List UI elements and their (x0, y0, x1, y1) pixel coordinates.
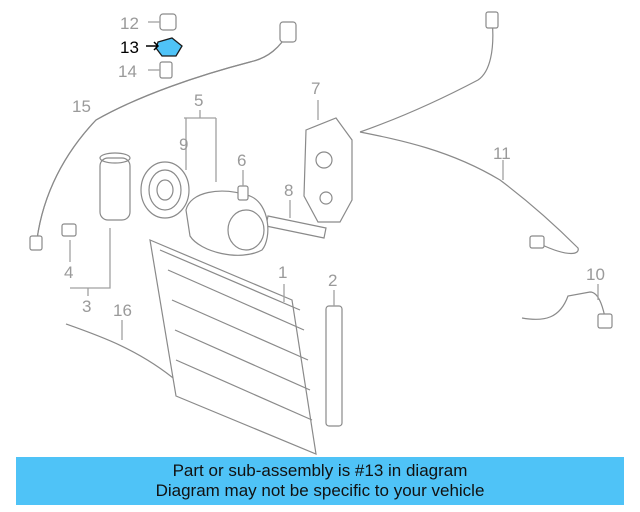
part-1-condenser (149, 239, 317, 455)
callout-12: 12 (120, 14, 139, 33)
part-7-bracket (303, 100, 353, 223)
callout-11: 11 (493, 144, 511, 163)
callout-2: 2 (328, 271, 337, 290)
callout-5: 5 (194, 91, 203, 110)
part-12-fitting (148, 13, 177, 31)
part-16-line (65, 320, 179, 383)
callout-6: 6 (237, 151, 246, 170)
part-4-switch (61, 223, 77, 262)
part-14-fitting (148, 61, 173, 79)
part-6-bolt (237, 170, 249, 201)
banner-line-2: Diagram may not be specific to your vehi… (155, 481, 485, 500)
info-banner: Part or sub-assembly is #13 in diagram D… (16, 457, 624, 505)
callout-8: 8 (284, 181, 293, 200)
part-9-pulley (140, 154, 190, 219)
callout-16: 16 (113, 301, 132, 320)
part-2-strip (325, 290, 343, 427)
callout-14: 14 (118, 62, 137, 81)
callout-13[interactable]: 13 (120, 38, 139, 57)
callout-7: 7 (311, 79, 320, 98)
part-5-compressor (184, 110, 269, 256)
part-11-hose (359, 11, 579, 255)
callout-15: 15 (72, 97, 91, 116)
callout-3: 3 (82, 297, 91, 316)
part-3-drier (70, 152, 131, 296)
callout-10: 10 (586, 265, 605, 284)
part-13-fitting-highlighted (146, 37, 183, 57)
callout-9: 9 (179, 135, 188, 154)
part-10-hose (521, 284, 613, 329)
callout-1: 1 (278, 263, 287, 282)
banner-line-1: Part or sub-assembly is #13 in diagram (172, 461, 468, 480)
callout-4: 4 (64, 263, 73, 282)
part-15-hose (29, 21, 297, 251)
